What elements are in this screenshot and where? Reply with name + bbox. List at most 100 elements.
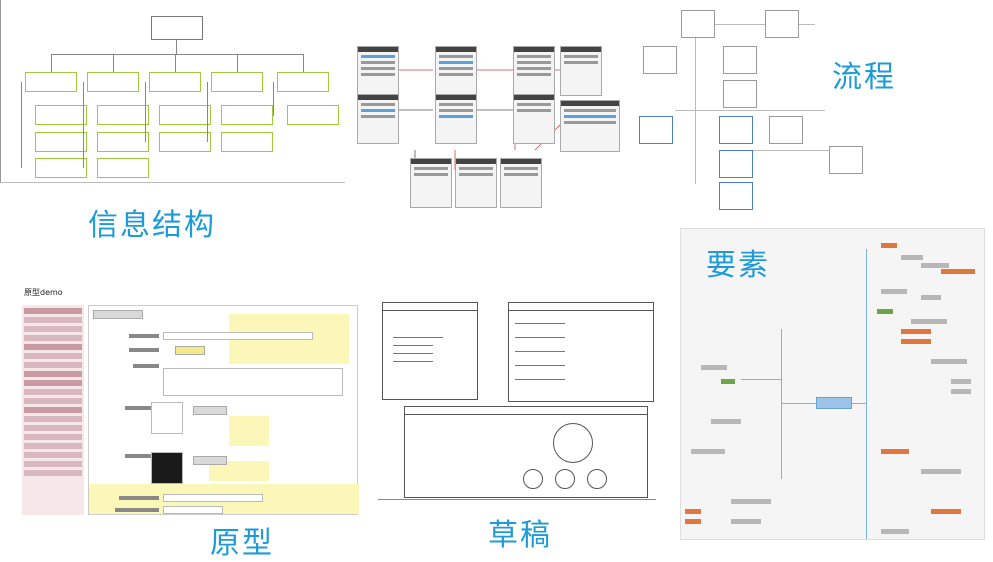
avatar-sketch-icon — [587, 469, 607, 489]
connector — [781, 329, 782, 479]
image-placeholder — [151, 402, 183, 434]
caption-flow: 流程 — [832, 60, 896, 95]
prototype-screenshot: 原型demo — [20, 287, 360, 517]
ia-node — [87, 72, 139, 92]
ia-node — [97, 105, 149, 125]
mind-map-node — [877, 309, 893, 314]
flow-step — [639, 116, 673, 144]
screen-thumbnail — [513, 46, 555, 96]
mind-map-diagram — [680, 228, 985, 540]
connector — [175, 54, 176, 72]
connector — [21, 82, 22, 168]
mind-map-center-node — [816, 397, 852, 409]
form-label — [129, 334, 159, 338]
form-field — [163, 332, 313, 340]
ia-node — [97, 132, 149, 152]
ia-node — [159, 105, 211, 125]
ia-node — [221, 105, 273, 125]
connector — [866, 249, 867, 539]
flow-step — [681, 10, 715, 38]
mind-map-node — [701, 365, 727, 370]
sketch-drawing — [378, 300, 656, 500]
connector — [695, 24, 815, 25]
ia-node — [287, 105, 339, 125]
face-sketch-icon — [553, 423, 593, 463]
form-label — [129, 348, 159, 352]
form-button — [193, 456, 227, 465]
mind-map-node — [881, 243, 897, 248]
mind-map-node — [951, 389, 971, 394]
mind-map-node — [685, 519, 701, 524]
screen-thumbnail — [357, 46, 399, 96]
screen-flow-diagram — [355, 40, 625, 220]
screen-thumbnail — [435, 94, 477, 144]
form-field — [163, 368, 343, 396]
connector — [237, 54, 238, 72]
flow-step — [723, 46, 757, 74]
avatar-sketch-icon — [555, 469, 575, 489]
screen-thumbnail — [560, 46, 602, 96]
sketch-window — [508, 302, 654, 402]
screen-thumbnail — [357, 94, 399, 144]
form-field — [163, 506, 223, 514]
ia-node — [97, 158, 149, 178]
form-button — [175, 346, 205, 355]
connector — [735, 150, 835, 151]
connector — [207, 82, 208, 142]
connector — [51, 54, 303, 55]
flow-step — [719, 116, 753, 144]
form-label — [133, 364, 159, 368]
mind-map-node — [901, 339, 931, 344]
ia-node — [221, 132, 273, 152]
sketch-window — [404, 406, 648, 498]
mind-map-node — [911, 319, 947, 324]
mind-map-node — [901, 329, 931, 334]
ia-node — [211, 72, 263, 92]
prototype-form — [88, 305, 359, 515]
mind-map-node — [921, 469, 961, 474]
screen-thumbnail — [513, 94, 555, 144]
flow-step — [643, 46, 677, 74]
sketch-window — [382, 302, 478, 400]
connector — [695, 24, 696, 184]
video-placeholder — [151, 452, 183, 484]
information-architecture-diagram — [0, 0, 345, 183]
ia-node — [159, 132, 211, 152]
form-label — [119, 496, 159, 500]
flow-step — [765, 10, 799, 38]
flow-step — [769, 116, 803, 144]
connector — [176, 40, 177, 54]
flowchart-diagram — [635, 0, 993, 215]
ia-root-node — [151, 16, 203, 40]
prototype-title: 原型demo — [24, 288, 63, 297]
mind-map-node — [921, 263, 949, 268]
mind-map-node — [691, 449, 725, 454]
flow-step — [723, 80, 757, 108]
connector — [273, 82, 274, 116]
mind-map-node — [731, 499, 771, 504]
annotation-highlight — [229, 416, 269, 446]
mind-map-node — [881, 289, 907, 294]
connector — [741, 379, 781, 380]
ia-node — [35, 132, 87, 152]
flow-step — [719, 150, 753, 178]
ia-node — [35, 105, 87, 125]
ia-node — [35, 158, 87, 178]
prototype-sidebar — [22, 305, 84, 515]
mind-map-node — [711, 419, 741, 424]
connector — [51, 54, 52, 72]
form-label — [115, 508, 159, 512]
caption-information-architecture: 信息结构 — [88, 208, 216, 243]
connector — [83, 82, 84, 168]
screen-thumbnail — [455, 158, 497, 208]
mind-map-node — [721, 379, 735, 384]
connector — [675, 110, 825, 111]
form-button — [93, 310, 143, 319]
flow-step — [719, 182, 753, 210]
screen-thumbnail — [500, 158, 542, 208]
ia-node — [25, 72, 77, 92]
connector — [303, 54, 304, 72]
form-button — [193, 406, 227, 415]
mind-map-node — [901, 255, 923, 260]
mind-map-node — [685, 509, 701, 514]
